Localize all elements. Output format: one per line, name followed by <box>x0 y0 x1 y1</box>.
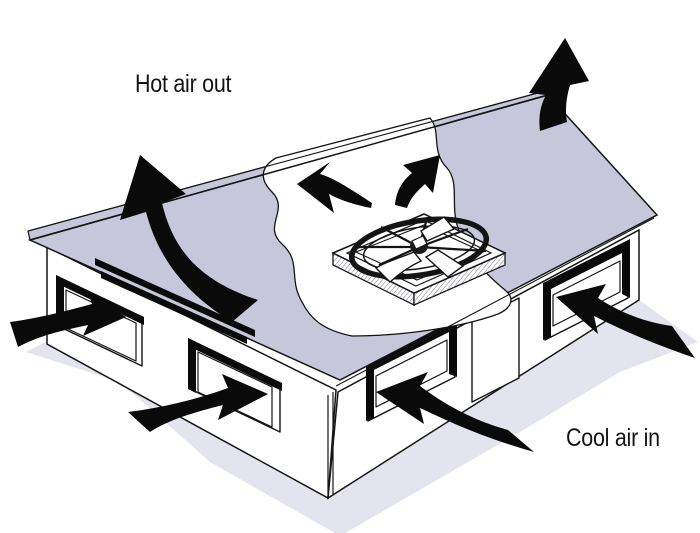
label-cool-air-in: Cool air in <box>566 423 660 451</box>
arrow-cool-air-window-left-2 <box>128 374 268 432</box>
label-hot-air-out: Hot air out <box>135 69 232 97</box>
eave-vent-stripes <box>95 258 255 344</box>
fan-ring <box>348 216 490 280</box>
arrow-hot-air-gable-vent <box>120 155 258 322</box>
airflow-arrows <box>10 38 695 452</box>
arrow-cool-air-window-right-2 <box>556 284 695 358</box>
attic-fan <box>331 213 507 307</box>
arrow-hot-air-ridge <box>529 38 589 131</box>
eave-fascia <box>335 217 655 387</box>
arrow-cool-air-window-right-1 <box>376 372 534 452</box>
arrow-fan-exhaust-right <box>395 155 440 208</box>
arrow-fan-exhaust-left <box>297 162 372 213</box>
arrow-cool-air-window-left-1 <box>10 293 126 347</box>
diagram-labels: Hot air out Cool air in <box>135 69 660 451</box>
corner-trim <box>327 392 334 498</box>
fan-blades <box>374 216 465 283</box>
